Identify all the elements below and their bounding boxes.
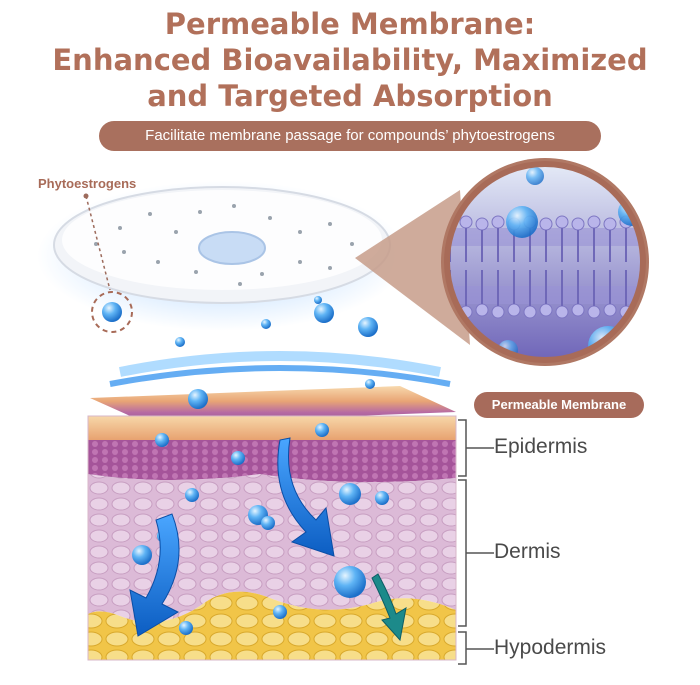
leader-dot	[83, 193, 89, 199]
skin-droplets	[132, 379, 389, 635]
bracket-dermis	[458, 479, 467, 627]
bracket-epidermis	[458, 419, 467, 477]
title-line-1: Permeable Membrane:	[164, 7, 536, 41]
layer-label-epidermis: Epidermis	[494, 435, 588, 458]
absorption-arrows	[129, 437, 407, 642]
title-line-2: Enhanced Bioavailability, Maximized	[52, 43, 648, 77]
bracket-hypodermis	[458, 631, 467, 665]
layer-label-dermis: Dermis	[494, 540, 561, 563]
page-title: Permeable Membrane: Enhanced Bioavailabi…	[0, 6, 700, 114]
title-line-3: and Targeted Absorption	[147, 79, 553, 113]
permeable-membrane-label: Permeable Membrane	[474, 392, 644, 418]
callout-wedge	[355, 190, 470, 345]
phytoestrogens-label: Phytoestrogens	[38, 176, 137, 191]
falling-droplets	[175, 296, 378, 347]
membrane-patch	[53, 186, 391, 304]
arrow-left	[129, 513, 180, 637]
highlight-circle	[91, 291, 133, 333]
label-leader-line	[85, 195, 111, 291]
skin-cross-section	[87, 386, 457, 661]
subtitle-pill: Facilitate membrane passage for compound…	[99, 121, 601, 151]
arrow-right	[371, 573, 407, 642]
arrow-middle	[277, 437, 335, 557]
absorption-wave	[109, 351, 451, 387]
magnified-membrane	[441, 158, 649, 366]
layer-label-hypodermis: Hypodermis	[494, 636, 607, 659]
layer-brackets	[458, 419, 494, 665]
phytoestrogen-droplet	[102, 302, 122, 322]
